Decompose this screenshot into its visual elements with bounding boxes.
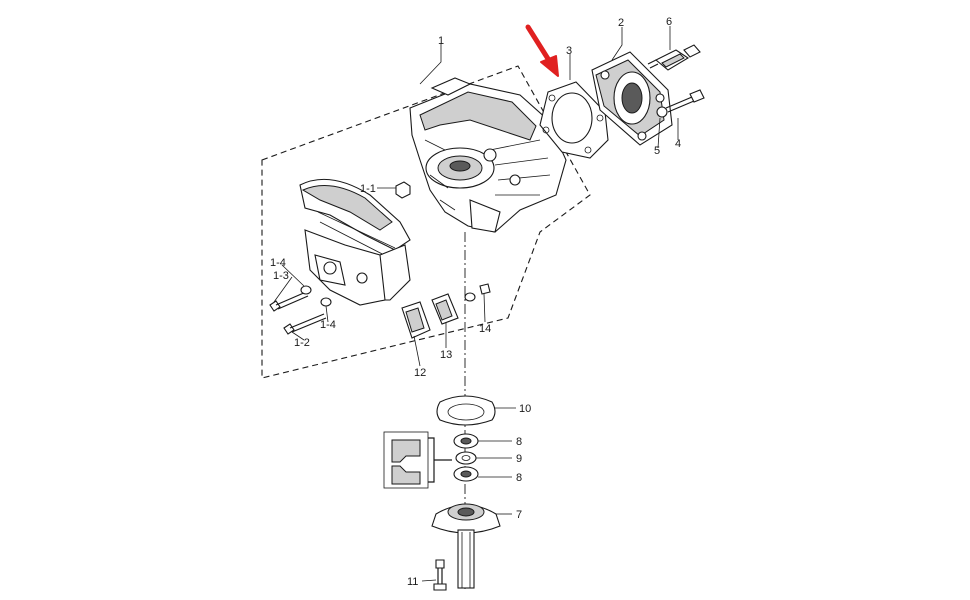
callout-1-2: 1-2	[294, 337, 310, 349]
callout-7: 7	[516, 509, 522, 521]
bolt-1-3	[269, 291, 309, 312]
bolt-11	[433, 559, 447, 591]
callout-8-lower: 8	[516, 472, 522, 484]
callout-1-4-upper: 1-4	[270, 257, 286, 269]
callout-8-upper: 8	[516, 436, 522, 448]
head-bolt	[665, 89, 705, 113]
callout-5: 5	[654, 145, 660, 157]
flywheel-cover	[299, 178, 411, 306]
callout-6: 6	[666, 16, 672, 28]
washer-14	[464, 292, 476, 302]
cylinder-head	[591, 51, 673, 146]
nut-1-1	[395, 181, 411, 199]
reed-plate-13	[431, 293, 459, 325]
callout-4: 4	[675, 138, 681, 150]
callout-1-1: 1-1	[360, 183, 376, 195]
callout-11: 11	[407, 576, 418, 588]
reed-plate-12	[401, 301, 431, 339]
callout-1-3: 1-3	[273, 270, 289, 282]
washer-1-4-lower	[320, 297, 332, 307]
highlight-arrow	[525, 24, 559, 77]
callout-13: 13	[440, 349, 452, 361]
seal-detail-inset	[383, 431, 452, 489]
spark-plug	[647, 44, 701, 71]
bearing-lower	[453, 466, 479, 482]
washer-5	[656, 106, 668, 118]
assembly-boundary-1	[261, 65, 591, 379]
callout-3: 3	[566, 45, 572, 57]
screw-14	[479, 283, 491, 295]
shaft-housing	[431, 503, 501, 589]
oil-seal	[455, 451, 477, 465]
callout-12: 12	[414, 367, 426, 379]
bearing-upper	[453, 433, 479, 449]
callout-10: 10	[519, 403, 531, 415]
callout-2: 2	[618, 17, 624, 29]
crankcase-housing	[409, 77, 567, 233]
bolt-1-2	[283, 313, 327, 335]
leader-lines	[273, 26, 679, 582]
lower-gasket	[436, 395, 496, 426]
callout-9: 9	[516, 453, 522, 465]
callout-14: 14	[479, 323, 491, 335]
washer-1-4-upper	[300, 285, 312, 295]
cylinder-gasket	[539, 81, 609, 159]
callout-1: 1	[438, 35, 444, 47]
callout-1-4-lower: 1-4	[320, 319, 336, 331]
